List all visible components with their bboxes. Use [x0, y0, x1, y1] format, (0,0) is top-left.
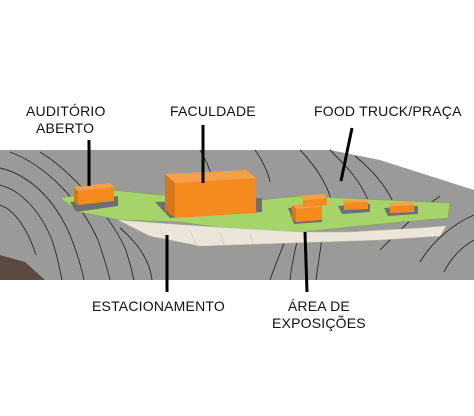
label-faculdade: FACULDADE [170, 103, 256, 119]
label-estacionamento: ESTACIONAMENTO [92, 298, 225, 314]
terrain-dark-edge [0, 255, 45, 280]
building-area-exposicoes [292, 194, 327, 222]
building-faculdade [165, 170, 256, 218]
label-auditorio-line2: ABERTO [36, 120, 95, 136]
parking-area [117, 219, 447, 247]
leader-lines [87, 125, 354, 293]
label-auditorio-line1: AUDITÓRIO [26, 103, 106, 119]
building-auditorio [74, 183, 114, 205]
label-area-line1: ÁREA DE [287, 298, 350, 314]
label-auditorio-aberto: AUDITÓRIO ABERTO [26, 103, 106, 137]
label-area-line2: EXPOSIÇÕES [272, 315, 366, 331]
contour-lines [0, 149, 474, 281]
label-area-exposicoes: ÁREA DE EXPOSIÇÕES [272, 298, 366, 332]
label-food-truck-praca: FOOD TRUCK/PRAÇA [314, 103, 462, 119]
food-truck-kiosks [342, 199, 414, 213]
